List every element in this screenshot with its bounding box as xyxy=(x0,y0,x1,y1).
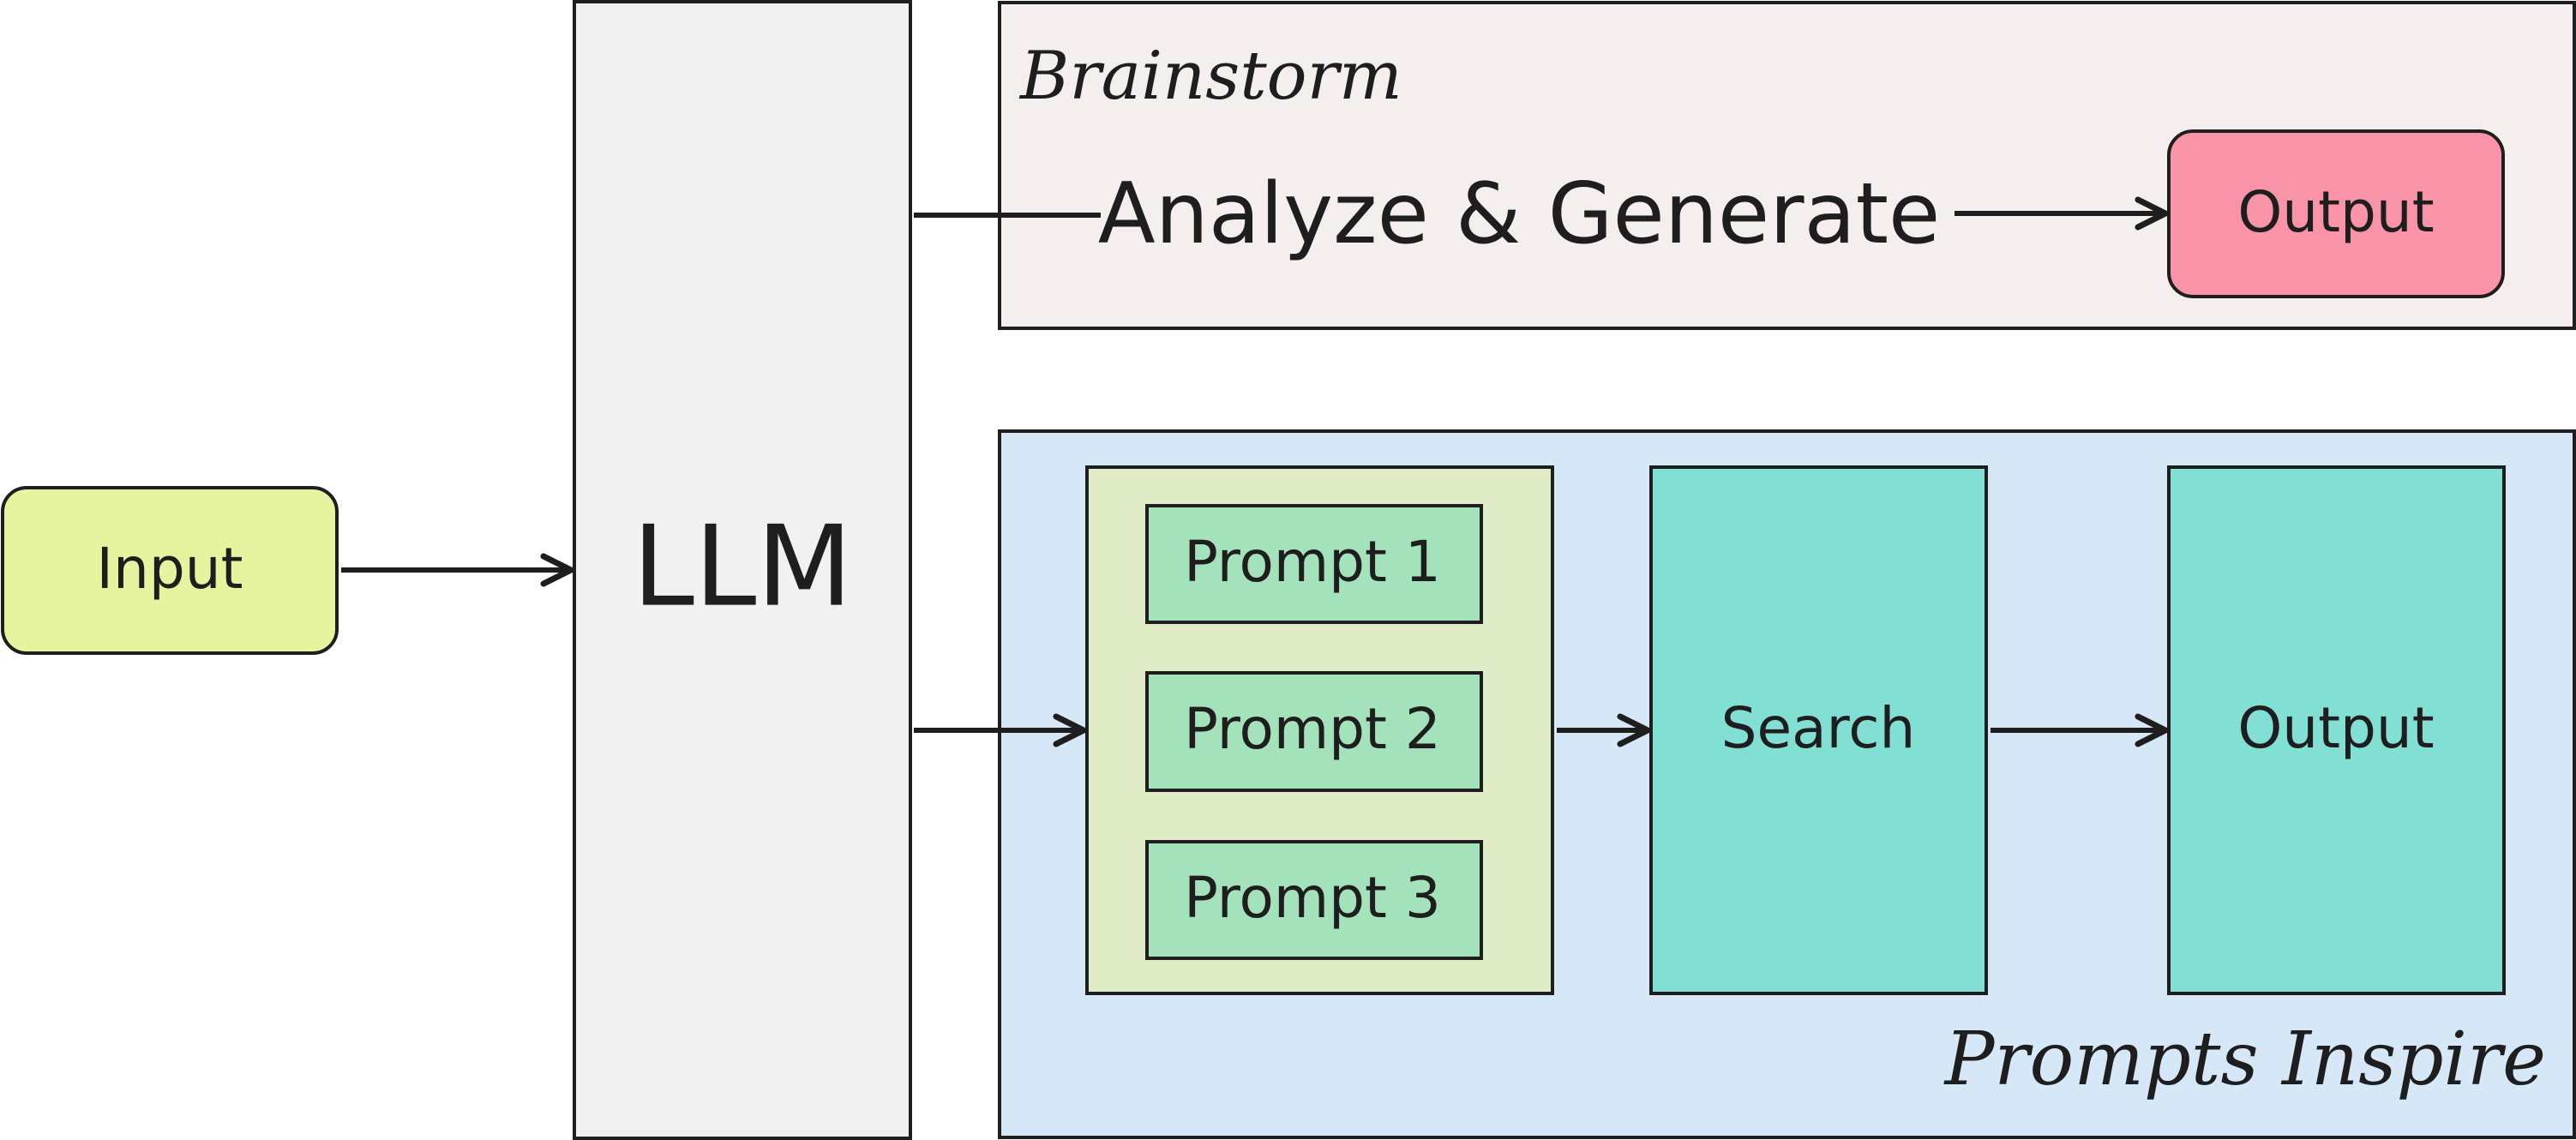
prompts-inspire-title: Prompts Inspire xyxy=(1943,1017,2546,1102)
brainstorm-output-box xyxy=(2167,129,2505,298)
brainstorm-title: Brainstorm xyxy=(1018,38,1402,115)
llm-block: LLM xyxy=(573,0,912,1140)
prompt-1-node: Prompt 1 xyxy=(1145,504,1483,624)
analyze-generate-label: Analyze & Generate xyxy=(1098,165,1941,263)
brainstorm-output-label: Output xyxy=(2237,179,2434,245)
prompt-2-box xyxy=(1145,671,1483,792)
search-node: Search xyxy=(1649,465,1988,995)
prompt-1-box xyxy=(1145,504,1483,624)
prompt-3-label: Prompt 3 xyxy=(1184,865,1441,931)
prompt-1-label: Prompt 1 xyxy=(1184,529,1441,595)
prompt-3-node: Prompt 3 xyxy=(1145,840,1483,960)
search-label: Search xyxy=(1721,695,1916,761)
prompts-inspire-output-box xyxy=(2167,465,2506,995)
input-node: Input xyxy=(1,486,339,655)
brainstorm-output-node: Output xyxy=(2167,129,2505,298)
input-box xyxy=(1,486,339,655)
prompts-inspire-output-label: Output xyxy=(2237,695,2434,761)
input-label: Input xyxy=(97,536,243,602)
llm-box xyxy=(573,0,912,1140)
search-box xyxy=(1649,465,1988,995)
prompt-2-node: Prompt 2 xyxy=(1145,671,1483,792)
llm-label: LLM xyxy=(632,501,852,632)
prompts-inspire-output-node: Output xyxy=(2167,465,2506,995)
prompts-group: Prompt 1 Prompt 2 Prompt 3 xyxy=(1085,465,1554,995)
prompt-3-box xyxy=(1145,840,1483,960)
prompt-2-label: Prompt 2 xyxy=(1184,696,1441,762)
